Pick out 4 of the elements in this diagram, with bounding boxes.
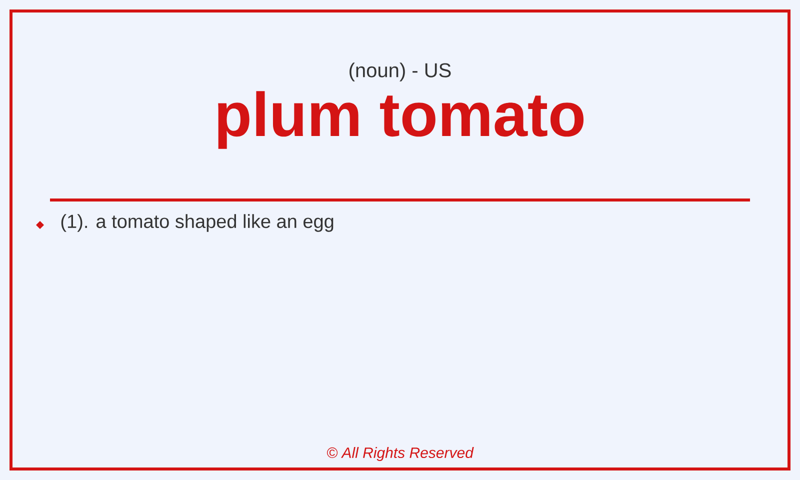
definition: (1). a tomato shaped like an egg — [61, 214, 334, 232]
headword: plum tomato — [218, 91, 584, 149]
part-of-speech: (noun) - US — [350, 62, 451, 82]
copyright-note: © All Rights Reserved — [327, 447, 474, 461]
